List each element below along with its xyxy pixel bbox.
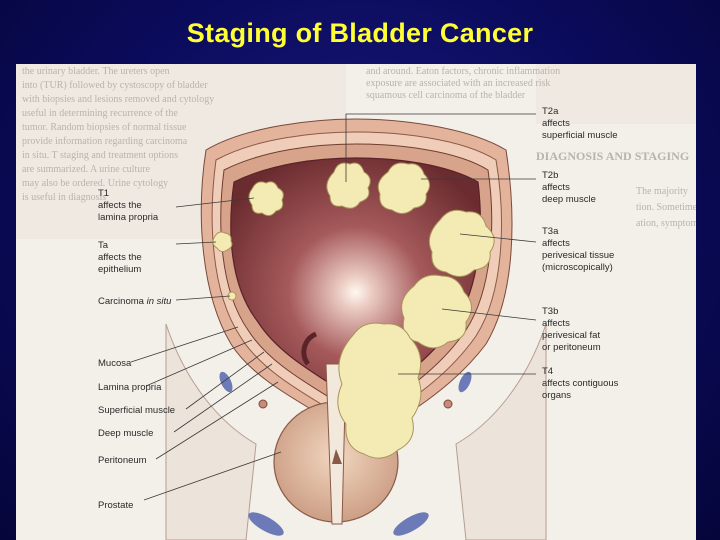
label-t3a-line3: perivesical tissue [542,250,614,261]
label-t2a-stage: T2a [542,106,559,117]
svg-text:exposure are associated with a: exposure are associated with an increase… [366,78,550,89]
label-t4-stage: T4 [542,366,553,377]
svg-text:are summarized. A urine cultur: are summarized. A urine culture [22,164,151,175]
tumor-t3b [401,274,472,349]
bladder-diagram: the urinary bladder. The ureters open in… [16,64,696,540]
leader-lines [130,113,537,501]
pelvic-structures [165,323,547,540]
tumor-t1 [248,181,284,217]
svg-text:tumor. Random biopsies of norm: tumor. Random biopsies of normal tissue [22,122,187,133]
label-t4-line3: organs [542,390,571,401]
label-ta-stage: Ta [98,240,109,251]
svg-text:tion. Sometimes: tion. Sometimes [636,202,696,213]
tumor-t2b [377,162,430,214]
right-labels: T2a affects superficial muscle T2b affec… [542,106,619,401]
bladder-staging-figure: the urinary bladder. The ureters open in… [16,64,696,540]
svg-text:and around. Eaton factors, chr: and around. Eaton factors, chronic infla… [366,66,560,77]
label-t1-stage: T1 [98,188,109,199]
label-t2a-line3: superficial muscle [542,130,618,141]
tumor-t4 [337,322,422,459]
svg-text:ation, symptoms: ation, symptoms [636,218,696,229]
svg-text:may also be ordered. Urine cyt: may also be ordered. Urine cytology [22,178,168,189]
svg-text:the urinary bladder. The urete: the urinary bladder. The ureters open [22,66,170,77]
label-lamina-propria: Lamina propria [98,382,162,393]
label-deep-muscle: Deep muscle [98,428,153,439]
label-peritoneum: Peritoneum [98,455,147,466]
label-ta-line3: epithelium [98,264,141,275]
label-ta-line2: affects the [98,252,142,263]
label-t3a-line4: (microscopically) [542,262,613,273]
svg-text:into (TUR) followed by cystosc: into (TUR) followed by cystoscopy of bla… [22,80,208,91]
tumor-ta [212,231,233,253]
label-t3b-line3: perivesical fat [542,330,600,341]
label-superficial-muscle: Superficial muscle [98,405,175,416]
svg-text:provide information regarding: provide information regarding carcinoma [22,136,188,147]
label-t2a-line2: affects [542,118,570,129]
label-mucosa: Mucosa [98,358,132,369]
label-t3a-line2: affects [542,238,570,249]
label-carcinoma-in-situ: Carcinoma in situ [98,296,172,307]
slide-title: Staging of Bladder Cancer [186,18,534,48]
svg-text:useful in determining recurren: useful in determining recurrence of the [22,108,178,119]
svg-text:The majority: The majority [636,186,688,197]
label-t3a-stage: T3a [542,226,559,237]
tumor-t3a [428,209,495,277]
svg-text:DIAGNOSIS AND STAGING: DIAGNOSIS AND STAGING [536,149,689,163]
tumors [212,162,495,459]
label-t3b-stage: T3b [542,306,558,317]
svg-text:in situ. T staging and treatme: in situ. T staging and treatment options [22,150,178,161]
svg-text:squamous cell carcinoma of the: squamous cell carcinoma of the bladder [366,90,526,101]
left-labels: T1 affects the lamina propria Ta affects… [98,188,175,511]
label-t1-line2: affects the [98,200,142,211]
label-t3b-line4: or peritoneum [542,342,601,353]
label-t1-line3: lamina propria [98,212,159,223]
label-t2b-stage: T2b [542,170,558,181]
tumor-t2a [326,162,371,209]
label-prostate: Prostate [98,500,133,511]
label-t2b-line3: deep muscle [542,194,596,205]
label-t3b-line2: affects [542,318,570,329]
svg-text:with biopsies and lesions remo: with biopsies and lesions removed and cy… [22,94,214,105]
label-t2b-line2: affects [542,182,570,193]
label-t4-line2: affects contiguous [542,378,619,389]
svg-text:is useful in diagnosis: is useful in diagnosis [22,192,106,203]
